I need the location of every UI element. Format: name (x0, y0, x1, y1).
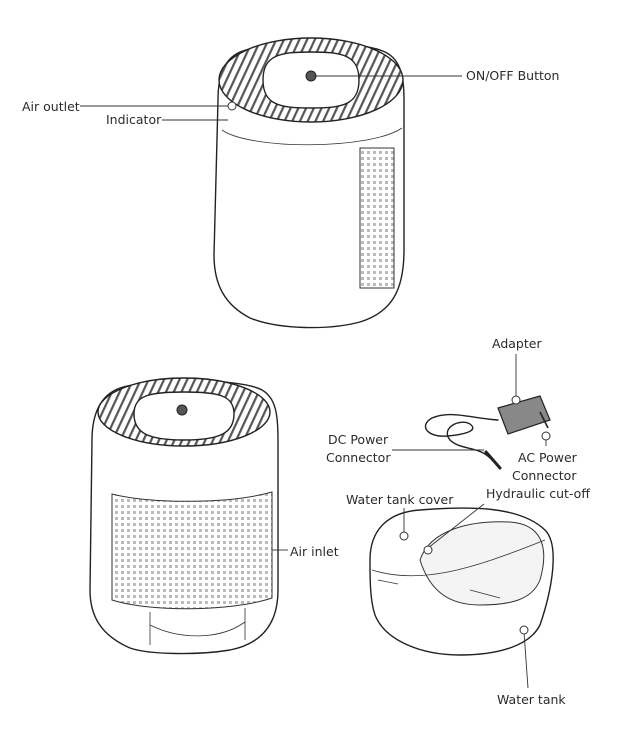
water-tank-cover (419, 521, 545, 606)
label-adapter: Adapter (492, 336, 542, 351)
label-dc-power-connector-line1: DC Power (328, 432, 389, 447)
air-inlet-grille (111, 491, 273, 610)
label-ac-power-connector-line2: Connector (512, 468, 577, 483)
rear-power-button (176, 404, 188, 416)
power-adapter (424, 395, 551, 470)
label-water-tank: Water tank (497, 692, 566, 707)
dc-plug (484, 450, 502, 470)
label-air-outlet: Air outlet (22, 99, 80, 114)
adapter-body (497, 395, 551, 435)
label-ac-power-connector-line1: AC Power (518, 450, 577, 465)
leader-hydraulic-cutoff (427, 503, 485, 549)
water-tank (369, 507, 554, 656)
marker-water-tank (519, 625, 529, 635)
label-air-inlet: Air inlet (290, 544, 339, 559)
marker-ac-power-connector (541, 431, 551, 441)
label-dc-power-connector-line2: Connector (326, 450, 391, 465)
side-air-inlet-grille (359, 147, 395, 289)
marker-adapter (511, 395, 521, 405)
marker-air-outlet (227, 101, 237, 111)
marker-water-tank-cover (399, 531, 409, 541)
label-on-off-button: ON/OFF Button (466, 68, 560, 83)
rear-top-panel (133, 391, 235, 441)
label-indicator: Indicator (106, 112, 162, 127)
dehumidifier-front-view (213, 37, 405, 329)
label-hydraulic-cutoff: Hydraulic cut-off (486, 486, 590, 501)
label-water-tank-cover: Water tank cover (346, 492, 454, 507)
callout-markers (227, 101, 551, 635)
marker-hydraulic-cutoff (423, 545, 433, 555)
leader-water-tank (523, 631, 529, 689)
dehumidifier-rear-view (89, 377, 279, 655)
